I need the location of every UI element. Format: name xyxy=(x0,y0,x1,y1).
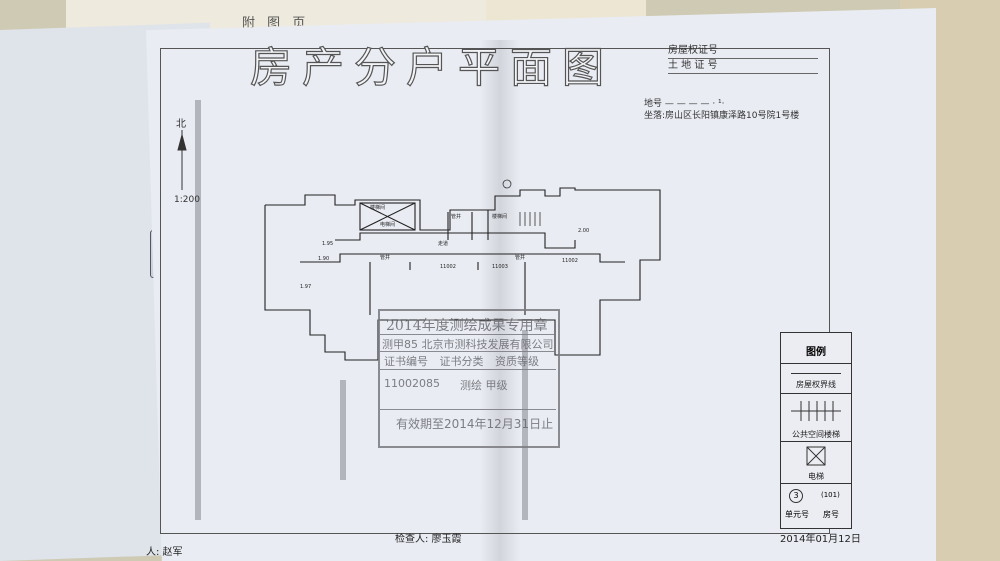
dim-label: 1.97 xyxy=(300,284,311,290)
north-arrow-icon xyxy=(177,130,187,190)
address-label: 坐落: xyxy=(644,111,666,121)
unit-symbol: 3 xyxy=(789,489,803,503)
room-label: 走道 xyxy=(438,240,448,247)
legend-box: 图例 房屋权界线 公共空间楼梯 电梯 3 (101) 单元号 房号 xyxy=(780,332,852,529)
dim-label: 1.95 xyxy=(322,241,333,247)
stamp-headers: 证书编号 证书分类 资质等级 xyxy=(384,355,539,368)
house-cert-field: 房屋权证号 xyxy=(668,44,818,59)
surveying-stamp: 2014年度测绘成果专用章 测甲85 北京市测科技发展有限公司 证书编号 证书分… xyxy=(378,309,560,448)
room-label: 楼梯间 xyxy=(370,204,385,211)
certificate-fields: 房屋权证号 土 地 证 号 xyxy=(668,44,818,74)
room-symbol: (101) xyxy=(821,491,840,499)
scan-streak xyxy=(340,380,346,480)
page-title: 房产分户平面图 xyxy=(249,42,615,92)
scan-streak xyxy=(195,100,201,520)
address-value: 房山区长阳镇康泽路10号院1号楼 xyxy=(665,111,800,121)
scan-streak xyxy=(522,330,528,520)
legend-boundary: 房屋权界线 xyxy=(796,380,836,389)
checker-label: 检查人: 廖玉霞 xyxy=(395,534,462,545)
land-cert-field: 土 地 证 号 xyxy=(668,59,818,74)
dim-label: 1.90 xyxy=(318,256,329,262)
room-labels: 楼梯间 电梯间 管井 楼梯间 走道 管井 管井 11002 11003 1100… xyxy=(300,204,589,290)
room-label: 楼梯间 xyxy=(492,213,507,220)
legend-elevator: 电梯 xyxy=(808,472,824,481)
lot-info: 地号 — — — — · ¹· 坐落:房山区长阳镇康泽路10号院1号楼 xyxy=(644,98,799,122)
north-label: 北 xyxy=(176,119,186,130)
drawer-label: 人: 赵军 xyxy=(146,547,183,558)
stamp-grade: 测绘 甲级 xyxy=(460,379,508,392)
unit-label: 单元号 xyxy=(785,510,809,519)
lot-label: 地号 xyxy=(644,99,663,109)
building-outline xyxy=(264,187,661,361)
room-label: 管井 xyxy=(515,254,525,261)
dim-label: 2.00 xyxy=(578,228,589,234)
stair-legend-icon xyxy=(791,401,841,421)
stamp-company: 测甲85 北京市测科技发展有限公司 xyxy=(382,338,554,351)
stamp-validity: 有效期至2014年12月31日止 xyxy=(396,417,554,431)
room-label: 电梯间 xyxy=(380,221,395,228)
room-label: 管井 xyxy=(380,254,390,261)
room-label: 管井 xyxy=(451,213,461,220)
date-label: 2014年01月12日 xyxy=(780,534,861,545)
legend-title: 图例 xyxy=(806,347,826,358)
legend-stairs: 公共空间楼梯 xyxy=(792,430,840,439)
scale-label: 1:200 xyxy=(174,195,200,205)
stair-hatch xyxy=(519,212,541,226)
dim-label: 11002 xyxy=(440,264,456,270)
room-label: 房号 xyxy=(823,510,839,519)
paper-fold xyxy=(480,40,520,561)
lot-value: — — — — · ¹· xyxy=(664,99,725,109)
drawing-frame xyxy=(160,48,830,534)
stamp-title: 2014年度测绘成果专用章 xyxy=(386,318,548,334)
elevator-legend-icon xyxy=(806,446,826,466)
dim-label: 11002 xyxy=(562,258,578,264)
dim-label: 11003 xyxy=(492,264,508,270)
unit-marker xyxy=(502,179,512,189)
stamp-cert-no: 11002085 xyxy=(384,377,440,390)
